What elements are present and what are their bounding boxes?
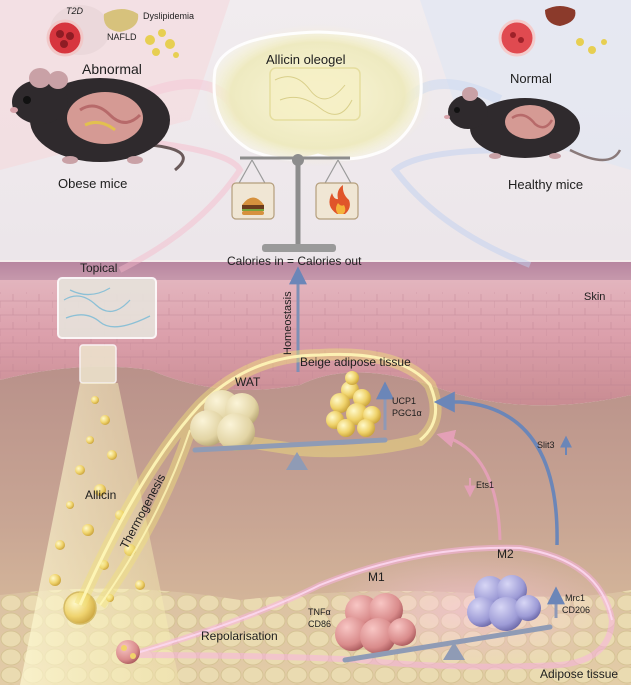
allicin-label: Allicin (85, 489, 116, 501)
skin-label: Skin (584, 292, 605, 303)
m1-label: M1 (368, 571, 385, 583)
ucp1-label: UCP1 (392, 397, 416, 406)
repolarisation-label: Repolarisation (201, 630, 278, 642)
dyslipidemia-label: Dyslipidemia (143, 12, 194, 21)
cd206-label: CD206 (562, 606, 590, 615)
oleogel-cube (270, 68, 360, 120)
mrc1-label: Mrc1 (565, 594, 585, 603)
abnormal-label: Abnormal (82, 62, 142, 76)
beige-adipose-tissue-label: Beige adipose tissue (300, 356, 411, 368)
pgc1a-label: PGC1α (392, 409, 422, 418)
macrophage-small (116, 640, 140, 664)
adipose-tissue-label: Adipose tissue (540, 668, 618, 680)
tnfa-label: TNFα (308, 608, 331, 617)
calories-balance-label: Calories in = Calories out (227, 255, 361, 267)
nafld-label: NAFLD (107, 33, 137, 42)
wat-label: WAT (235, 376, 260, 388)
slit3-label: Slit3 (537, 441, 555, 450)
healthy-mice-label: Healthy mice (508, 178, 583, 191)
patch-cube (80, 345, 116, 383)
homeostasis-label: Homeostasis (283, 291, 294, 355)
normal-label: Normal (510, 72, 552, 85)
obese-mice-label: Obese mice (58, 177, 127, 190)
healthy-vessel-icon (500, 21, 534, 55)
cd86-label: CD86 (308, 620, 331, 629)
t2d-label: T2D (66, 7, 83, 16)
topical-label: Topical (80, 262, 117, 274)
m2-label: M2 (497, 548, 514, 560)
topical-patch (58, 278, 156, 338)
allicin-oleogel-label: Allicin oleogel (266, 53, 346, 66)
ets1-label: Ets1 (476, 481, 494, 490)
blood-vessel-icon (48, 21, 82, 55)
